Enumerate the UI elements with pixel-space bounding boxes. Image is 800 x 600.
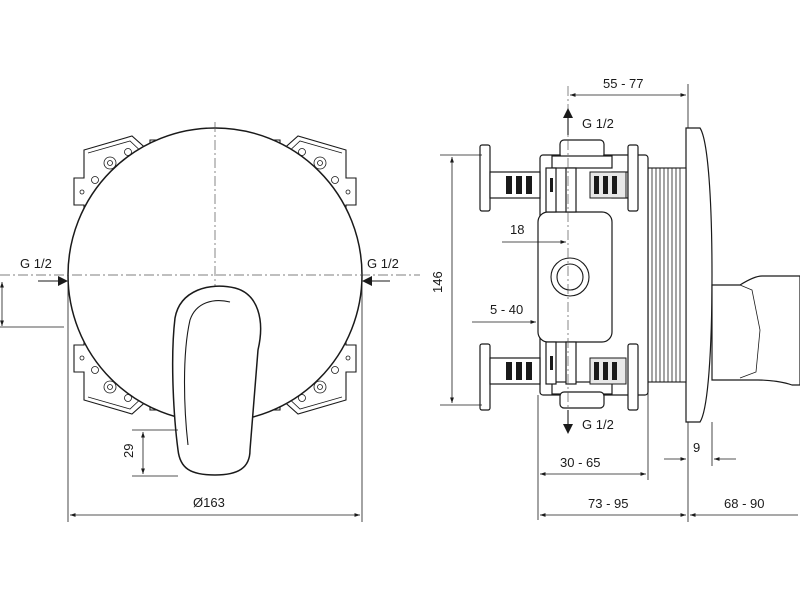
dim-30-65: 30 - 65: [537, 382, 649, 520]
dim-lever-offset-label: 29: [121, 444, 136, 458]
inlet-left: G 1/2: [20, 256, 68, 286]
threaded-body: [647, 167, 687, 383]
dim-height-label: 146: [430, 271, 445, 293]
dim-18: 18: [502, 222, 566, 244]
dim-5-40-label: 5 - 40: [490, 302, 523, 317]
side-view: G 1/2 G 1/2 55 - 77 146 18: [430, 76, 800, 522]
lever-handle: [171, 285, 262, 476]
edge-dimension: [0, 282, 64, 328]
outlet-bottom-label: G 1/2: [582, 417, 614, 432]
inlet-right-label: G 1/2: [367, 256, 399, 271]
dim-9: 9: [664, 422, 736, 466]
dim-68-90-label: 68 - 90: [724, 496, 764, 511]
outlet-bottom: G 1/2: [563, 410, 614, 434]
dim-73-95-label: 73 - 95: [588, 496, 628, 511]
top-fitting: [551, 139, 613, 169]
wall-flange: [685, 127, 713, 423]
inlet-left-label: G 1/2: [20, 256, 52, 271]
top-bracket: [479, 144, 639, 212]
dim-diameter: Ø163: [67, 275, 363, 522]
bottom-bracket: [479, 343, 639, 411]
dim-18-label: 18: [510, 222, 524, 237]
dim-73-95: 73 - 95: [540, 466, 689, 522]
outlet-top: G 1/2: [563, 108, 614, 135]
plate-holes: [79, 148, 351, 402]
dim-diameter-label: Ø163: [193, 495, 225, 510]
dim-height: 146: [430, 154, 482, 406]
dim-top-label: 55 - 77: [603, 76, 643, 91]
valve-body: [537, 154, 649, 396]
dim-68-90: 68 - 90: [690, 496, 798, 517]
dim-9-label: 9: [693, 440, 700, 455]
dim-lever-offset: 29: [121, 429, 178, 477]
dim-30-65-label: 30 - 65: [560, 455, 600, 470]
front-view: G 1/2 G 1/2 29 Ø163: [0, 122, 420, 522]
lever-side: [711, 275, 800, 386]
dim-top: 55 - 77: [570, 76, 689, 128]
outlet-top-label: G 1/2: [582, 116, 614, 131]
internal-posts: [545, 167, 577, 385]
dim-5-40: 5 - 40: [472, 302, 536, 324]
bottom-fitting: [551, 381, 613, 409]
inlet-right: G 1/2: [362, 256, 399, 286]
